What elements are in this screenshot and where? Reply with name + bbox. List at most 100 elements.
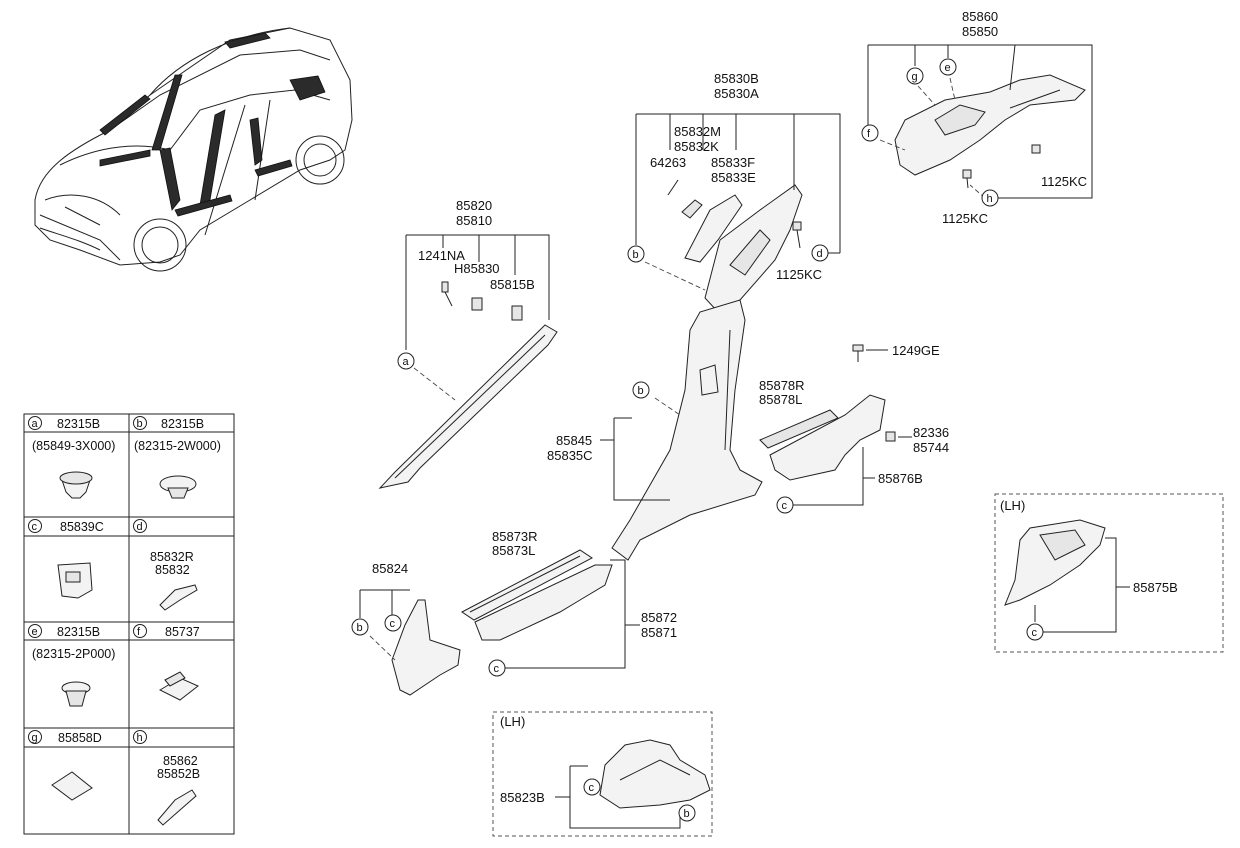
label-1125kc-right: 1125KC: [1041, 174, 1087, 189]
lh-inset-box-bottom: [492, 711, 713, 837]
callout-c-lh-bottom: c: [583, 778, 601, 796]
callout-b-lh-bottom: b: [678, 804, 696, 822]
callout-circles: g e f h b d a b c b c c c c b: [351, 58, 1044, 822]
label-lh-bottom: (LH): [500, 714, 525, 729]
svg-text:a: a: [32, 418, 39, 430]
svg-text:d: d: [137, 521, 143, 533]
grommet-85832m: [681, 199, 703, 219]
svg-text:82315B: 82315B: [57, 625, 100, 639]
label-lh-right: (LH): [1000, 498, 1025, 513]
label-85830b: 85830B: [714, 71, 759, 86]
svg-text:h: h: [137, 732, 143, 744]
pad-85858d-icon: [51, 771, 93, 801]
label-85878l: 85878L: [759, 392, 802, 407]
label-1249ge: 1249GE: [892, 343, 940, 358]
svg-text:b: b: [357, 622, 363, 634]
svg-text:b: b: [137, 418, 143, 430]
svg-text:(85849-3X000): (85849-3X000): [32, 439, 115, 453]
label-1241na: 1241NA: [418, 248, 465, 263]
svg-text:85737: 85737: [165, 625, 200, 639]
legend-cell-b: b 82315B (82315-2W000): [133, 416, 221, 499]
label-85873l: 85873L: [492, 543, 535, 558]
svg-text:c: c: [390, 618, 396, 630]
fastener-1241na: [441, 281, 453, 307]
svg-text:g: g: [912, 71, 918, 83]
svg-text:85852B: 85852B: [157, 767, 200, 781]
legend-cell-d: d 85832R 85832: [133, 519, 198, 611]
label-85878r: 85878R: [759, 378, 805, 393]
label-85872: 85872: [641, 610, 677, 625]
part-labels: 85860 85850 85830B 85830A 85832M 85832K …: [372, 9, 1178, 805]
svg-text:c: c: [1032, 627, 1038, 639]
plug-85862-icon: [157, 789, 197, 826]
label-85744: 85744: [913, 440, 949, 455]
svg-text:(82315-2W000): (82315-2W000): [134, 439, 221, 453]
label-85850: 85850: [962, 24, 998, 39]
label-85875b: 85875B: [1133, 580, 1178, 595]
label-85860: 85860: [962, 9, 998, 24]
label-85832k: 85832K: [674, 139, 719, 154]
label-85815b: 85815B: [490, 277, 535, 292]
trim-85833f: [684, 194, 743, 263]
legend-cell-e: e 82315B (82315-2P000): [28, 624, 115, 707]
callout-c-lh-right: c: [1026, 623, 1044, 641]
label-85871: 85871: [641, 625, 677, 640]
svg-text:f: f: [137, 626, 141, 638]
label-85845: 85845: [556, 433, 592, 448]
callout-c-left: c: [384, 614, 402, 632]
svg-text:85839C: 85839C: [60, 520, 104, 534]
label-85824: 85824: [372, 561, 408, 576]
callout-c-right: c: [776, 496, 794, 514]
leader-lines: [359, 44, 1130, 829]
front-scuff-plate-part: [461, 549, 593, 621]
svg-text:85832: 85832: [155, 563, 190, 577]
cowl-side-trim-part: [391, 599, 461, 696]
svg-text:b: b: [638, 385, 644, 397]
svg-text:a: a: [403, 356, 410, 368]
rear-scuff-trim-part: [769, 394, 886, 481]
svg-text:82315B: 82315B: [57, 417, 100, 431]
plug-85832-icon: [159, 584, 198, 611]
label-1125kc-lower: 1125KC: [942, 211, 988, 226]
legend-cell-c: c 85839C: [28, 519, 104, 599]
callout-b-left: b: [351, 618, 369, 636]
svg-text:85862: 85862: [163, 754, 198, 768]
label-64263: 64263: [650, 155, 686, 170]
legend-cell-g: g 85858D: [28, 730, 102, 801]
svg-text:c: c: [494, 663, 500, 675]
lh-inset-box-right: [994, 493, 1224, 653]
svg-text:c: c: [589, 782, 595, 794]
fastener-legend-table: a 82315B (85849-3X000) b 82315B (82315-2…: [23, 413, 235, 835]
label-85820: 85820: [456, 198, 492, 213]
callout-a: a: [397, 352, 415, 370]
label-85830a: 85830A: [714, 86, 759, 101]
callout-h: h: [981, 189, 999, 207]
label-85832m: 85832M: [674, 124, 721, 139]
label-85810: 85810: [456, 213, 492, 228]
screw-1249ge: [852, 344, 864, 362]
scuff-85878r: [759, 409, 839, 449]
svg-text:h: h: [987, 193, 993, 205]
legend-cell-a: a 82315B (85849-3X000): [28, 416, 115, 499]
callout-b-mid: b: [632, 381, 650, 399]
callout-b-upper: b: [627, 245, 645, 263]
svg-text:85858D: 85858D: [58, 731, 102, 745]
screw-1125kc-lower: [962, 169, 972, 189]
label-85823b: 85823B: [500, 790, 545, 805]
label-82336: 82336: [913, 425, 949, 440]
svg-text:82315B: 82315B: [161, 417, 204, 431]
svg-text:b: b: [633, 249, 639, 261]
svg-text:e: e: [945, 62, 951, 74]
label-85835c: 85835C: [547, 448, 593, 463]
label-1125kc-mid: 1125KC: [776, 267, 822, 282]
label-85833f: 85833F: [711, 155, 755, 170]
clip-85815b: [511, 305, 523, 321]
callout-g: g: [906, 67, 924, 85]
svg-text:d: d: [817, 248, 823, 260]
label-h85830: H85830: [454, 261, 500, 276]
svg-text:b: b: [684, 808, 690, 820]
svg-text:c: c: [782, 500, 788, 512]
label-85876b: 85876B: [878, 471, 923, 486]
clip-h85830: [471, 297, 483, 311]
